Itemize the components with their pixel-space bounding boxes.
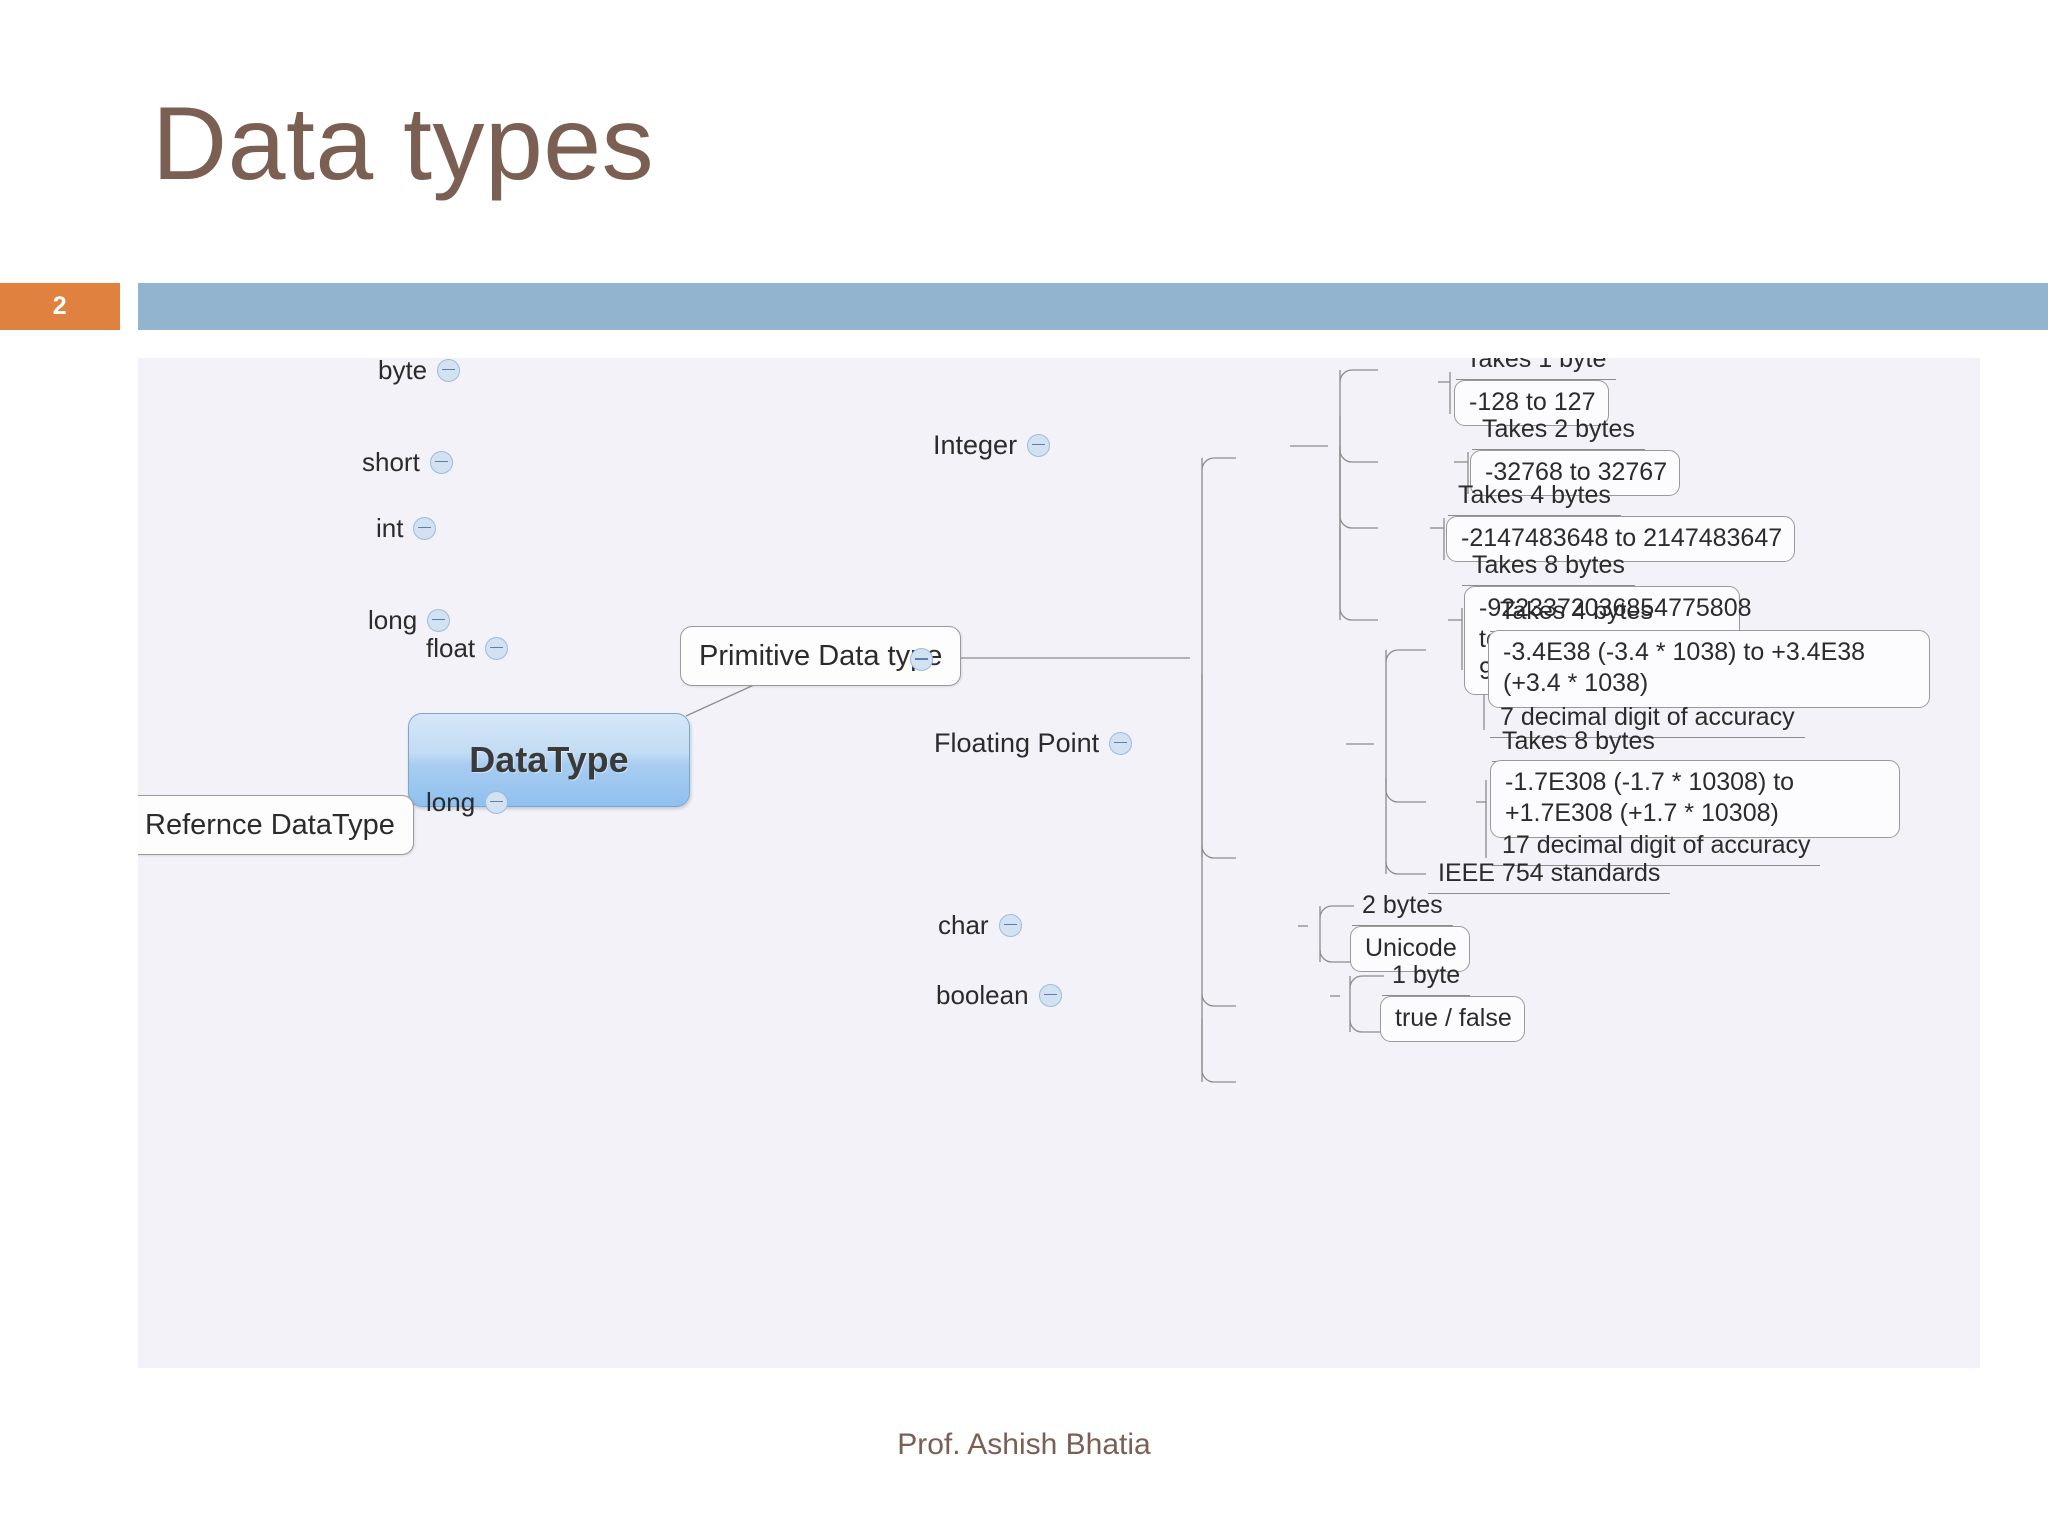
- collapse-minus-icon[interactable]: [413, 516, 437, 540]
- root-node-label: DataType: [469, 739, 629, 780]
- mindmap-leaf-long-integer-size: Takes 8 bytes: [1462, 548, 1635, 586]
- category-integer-label: Integer: [933, 429, 1018, 460]
- mindmap-connectors: [343, 369, 1487, 1083]
- collapse-minus-icon[interactable]: [1038, 983, 1062, 1007]
- collapse-minus-icon[interactable]: [485, 636, 509, 660]
- mindmap-leaf-int-range: -2147483648 to 2147483647: [1446, 516, 1796, 563]
- mindmap-type-short[interactable]: short: [362, 446, 453, 478]
- slide-number-badge: 2: [0, 283, 120, 330]
- mindmap-leaf-short-range: -32768 to 32767: [1470, 450, 1681, 497]
- mindmap-type-byte[interactable]: byte: [378, 358, 461, 386]
- header-accent-bar: [138, 283, 2048, 330]
- type-byte-label: byte: [378, 358, 428, 385]
- mindmap-leaf-float-accuracy: 7 decimal digit of accuracy: [1490, 700, 1805, 738]
- collapse-toggle-primitive[interactable]: [900, 648, 933, 676]
- mindmap-leaf-ieee-standard: IEEE 754 standards: [1428, 856, 1671, 894]
- mindmap-leaf-float-size: Takes 4 bytes: [1490, 594, 1663, 632]
- mindmap-type-long-double[interactable]: long: [426, 786, 509, 818]
- type-long-integer-label: long: [368, 604, 418, 635]
- mindmap-leaf-short-size: Takes 2 bytes: [1472, 412, 1645, 450]
- type-int-label: int: [376, 512, 404, 543]
- primitive-datatype-label: Primitive Data type: [699, 639, 943, 672]
- mindmap-category-floating-point[interactable]: Floating Point: [934, 726, 1133, 760]
- mindmap-category-integer[interactable]: Integer: [933, 428, 1051, 462]
- footer-author: Prof. Ashish Bhatia: [897, 1428, 1151, 1461]
- mindmap-leaf-long-double-range: -1.7E308 (-1.7 * 10308) to +1.7E308 (+1.…: [1490, 760, 1900, 838]
- page-title: Data types: [152, 86, 655, 202]
- mindmap-leaf-byte-range: -128 to 127: [1454, 380, 1609, 427]
- collapse-minus-icon[interactable]: [429, 450, 453, 474]
- mindmap-leaf-long-double-accuracy: 17 decimal digit of accuracy: [1492, 828, 1821, 866]
- collapse-minus-icon[interactable]: [1027, 433, 1051, 457]
- type-boolean-label: boolean: [936, 979, 1029, 1010]
- mindmap-node-reference-datatype[interactable]: Refernce DataType: [138, 795, 414, 855]
- collapse-minus-icon[interactable]: [427, 608, 451, 632]
- mindmap-leaf-boolean-detail: true / false: [1380, 996, 1525, 1043]
- mindmap-type-long-integer[interactable]: long: [368, 604, 451, 636]
- type-short-label: short: [362, 446, 420, 477]
- type-float-label: float: [426, 632, 476, 663]
- mindmap-leaf-char-size: 2 bytes: [1352, 888, 1453, 926]
- mindmap-type-float[interactable]: float: [426, 632, 509, 664]
- collapse-minus-icon[interactable]: [485, 790, 509, 814]
- mindmap-leaf-float-range: -3.4E38 (-3.4 * 1038) to +3.4E38 (+3.4 *…: [1488, 630, 1930, 708]
- mindmap-leaf-int-size: Takes 4 bytes: [1448, 478, 1621, 516]
- mindmap-leaf-byte-size: Takes 1 byte: [1456, 358, 1617, 380]
- mindmap-leaf-long-double-size: Takes 8 bytes: [1492, 724, 1665, 762]
- type-long-double-label: long: [426, 786, 476, 817]
- mindmap-leaf-char-detail: Unicode: [1350, 926, 1470, 973]
- mindmap-leaf-boolean-size: 1 byte: [1382, 958, 1471, 996]
- collapse-minus-icon[interactable]: [437, 358, 461, 382]
- mindmap-type-boolean[interactable]: boolean: [936, 979, 1062, 1011]
- mindmap-type-int[interactable]: int: [376, 512, 437, 544]
- mindmap-canvas: DataType Refernce DataType Primitive Dat…: [138, 358, 1980, 1368]
- mindmap-type-char[interactable]: char: [938, 909, 1022, 941]
- collapse-minus-icon: [910, 648, 933, 671]
- mindmap-root-node[interactable]: DataType: [408, 713, 690, 807]
- collapse-minus-icon[interactable]: [998, 913, 1022, 937]
- collapse-minus-icon[interactable]: [1109, 731, 1133, 755]
- reference-datatype-label: Refernce DataType: [145, 808, 395, 841]
- type-char-label: char: [938, 909, 989, 940]
- category-floating-point-label: Floating Point: [934, 727, 1100, 758]
